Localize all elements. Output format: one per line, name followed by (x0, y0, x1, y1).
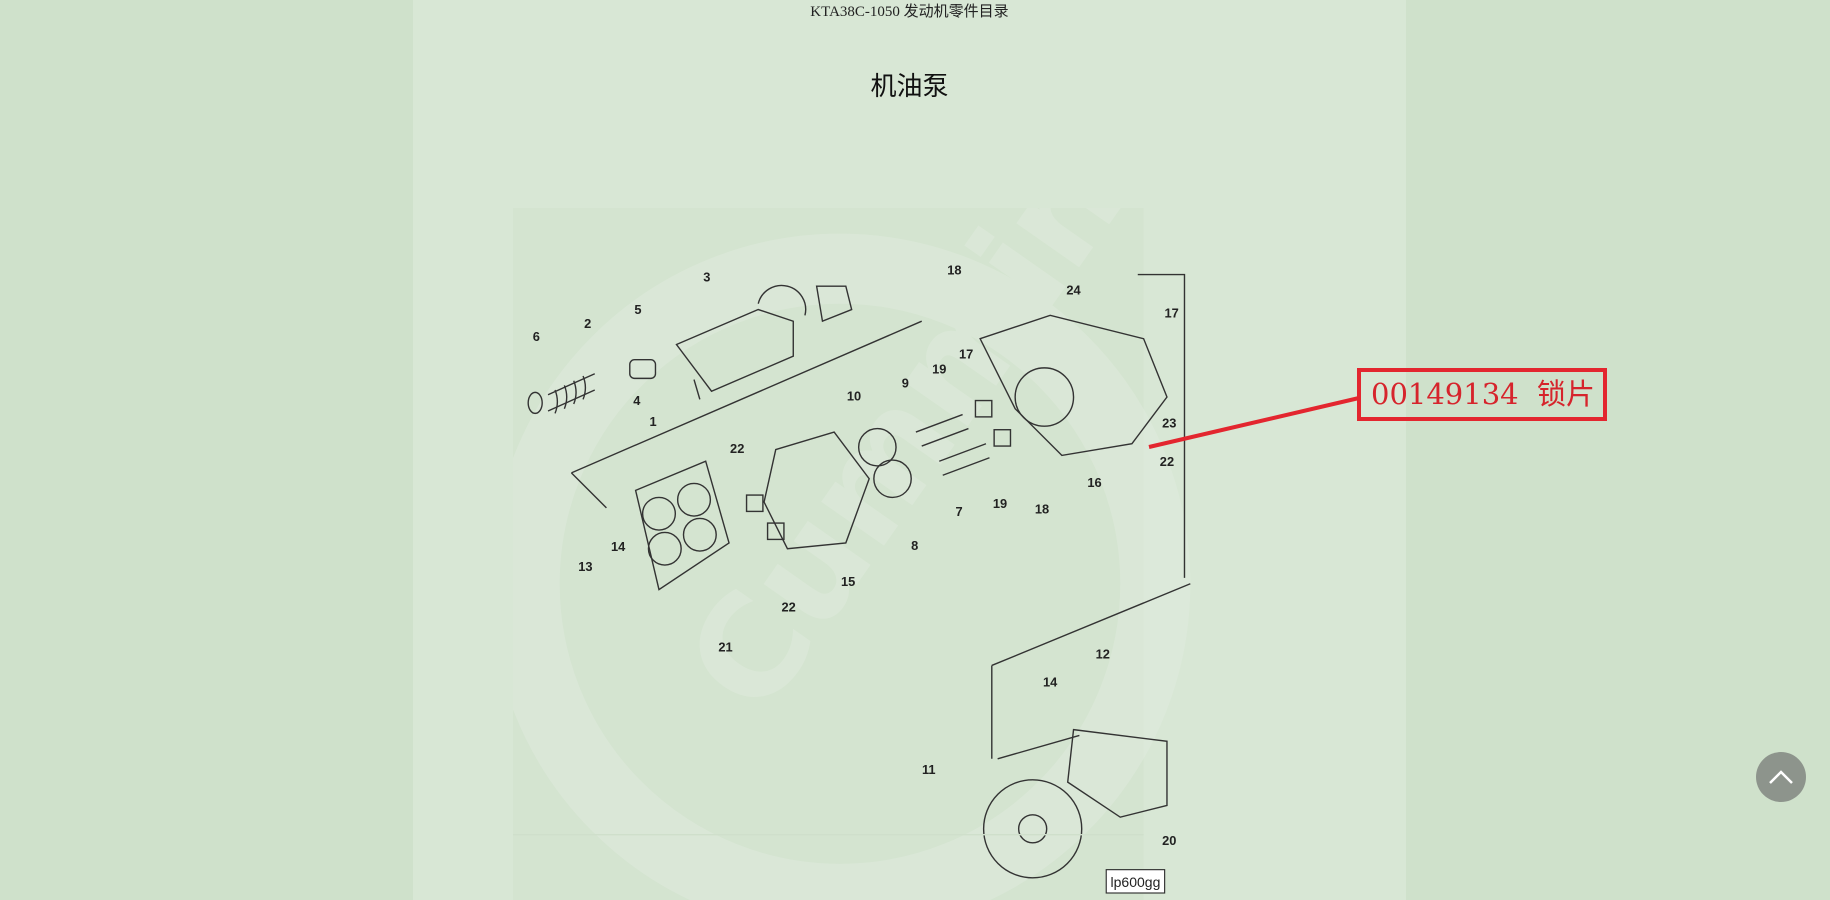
part-name: 锁片 (1537, 377, 1596, 411)
diagram-part-label: 19 (932, 362, 946, 377)
chevron-up-icon (1769, 770, 1793, 784)
diagram-part-label: 9 (902, 376, 909, 391)
figure-code-box: lp600gg (1105, 869, 1166, 894)
diagram-part-label: 22 (730, 441, 744, 456)
part-callout-box: 00149134 锁片 (1357, 368, 1607, 421)
diagram-part-label: 14 (1043, 674, 1058, 689)
diagram-part-label: 7 (956, 504, 963, 519)
diagram-part-label: 8 (911, 538, 918, 553)
diagram-part-label: 2 (584, 316, 591, 331)
diagram-part-label: 20 (1162, 833, 1176, 848)
diagram-part-label: 5 (634, 302, 641, 317)
diagram-part-label: 21 (718, 639, 732, 654)
diagram-part-label: 14 (611, 539, 626, 554)
diagram-background (513, 208, 1144, 900)
diagram-part-label: 18 (1035, 502, 1049, 517)
diagram-part-label: 16 (1087, 475, 1101, 490)
diagram-part-label: 22 (1160, 454, 1174, 469)
diagram-part-label: 18 (947, 263, 961, 278)
diagram-part-label: 24 (1066, 282, 1081, 297)
diagram-part-label: 4 (633, 393, 641, 408)
part-number: 00149134 (1371, 377, 1519, 411)
diagram-part-label: 15 (841, 574, 855, 589)
diagram-part-label: 17 (959, 347, 973, 362)
diagram-part-label: 10 (847, 389, 861, 404)
document-title: KTA38C-1050 发动机零件目录 (810, 4, 1009, 20)
diagram-part-label: 11 (922, 762, 936, 777)
diagram-part-label: 1 (650, 414, 657, 429)
scroll-to-top-button[interactable] (1756, 752, 1806, 802)
diagram-part-label: 23 (1162, 415, 1176, 430)
diagram-part-label: 3 (703, 270, 710, 285)
diagram-part-label: 22 (781, 600, 795, 615)
diagram-part-label: 13 (578, 559, 592, 574)
section-title: 机油泵 (870, 72, 949, 102)
diagram-part-label: 6 (533, 329, 540, 344)
svg-text:lp600gg: lp600gg (1111, 874, 1161, 890)
diagram-part-label: 17 (1164, 306, 1178, 321)
diagram-part-label: 12 (1096, 646, 1110, 661)
parts-drawing (513, 273, 1191, 879)
diagram-part-label: 19 (993, 496, 1007, 511)
